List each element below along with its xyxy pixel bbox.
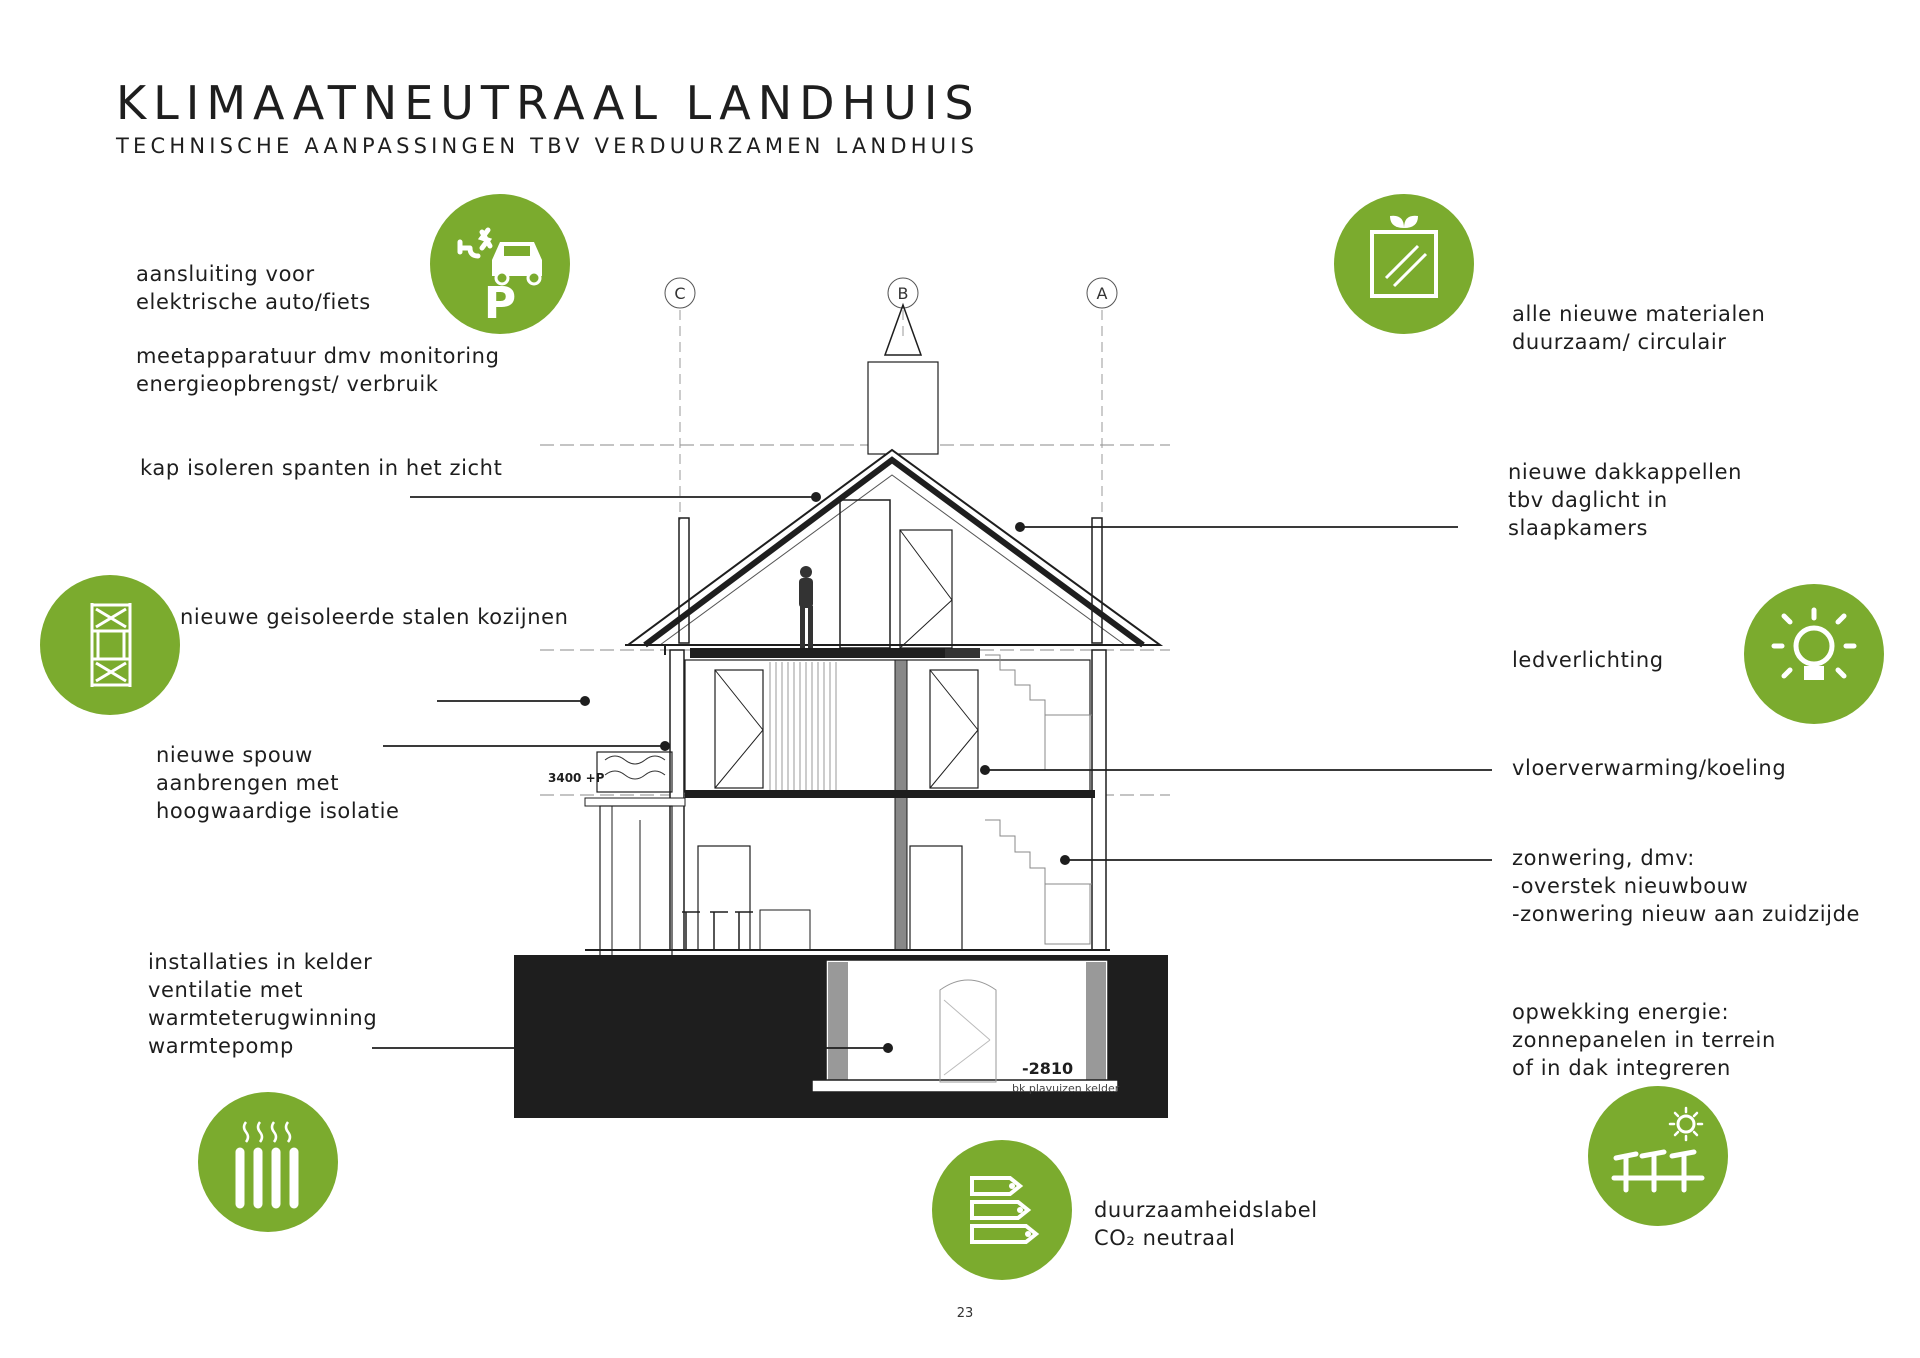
solar-panel-icon [1588, 1086, 1728, 1226]
note-lighting: ledverlichting [1512, 648, 1664, 672]
basement-floor-note: bk plavuizen kelder [1012, 1082, 1120, 1095]
basement-room [825, 959, 1109, 1085]
grid-marker-c [664, 277, 696, 309]
page-number: 23 [956, 1306, 974, 1321]
note-roof-insulation: kap isoleren spanten in het zicht [140, 456, 503, 480]
grid-label-a: A [1097, 284, 1108, 303]
grid-marker-a [1086, 277, 1118, 309]
insulated-window-frame-icon [40, 575, 180, 715]
page-title: KLIMAATNEUTRAAL LANDHUIS [116, 76, 981, 130]
leader-lines [372, 496, 1492, 1049]
roof-outline [624, 448, 1164, 646]
note-floor-heating: vloerverwarming/koeling [1512, 756, 1787, 780]
note-energy-generation: opwekking energie:zonnepanelen in terrei… [1512, 1000, 1776, 1080]
led-lightbulb-icon [1744, 584, 1884, 724]
grid-label-b: B [898, 284, 909, 303]
svg-text:P: P [484, 278, 516, 329]
grid-marker-b [887, 277, 919, 309]
energy-label-icon [932, 1140, 1072, 1280]
level-label-basement: -2810 [1022, 1059, 1073, 1078]
note-sunshade: zonwering, dmv:-overstek nieuwbouw-zonwe… [1512, 846, 1861, 926]
radiator-heating-icon [198, 1092, 338, 1232]
level-label-upper: 3400 +P [548, 771, 605, 785]
ev-charging-parking-icon: P [430, 194, 570, 334]
note-window-frames: nieuwe geisoleerde stalen kozijnen [180, 605, 569, 629]
sustainable-material-icon [1334, 194, 1474, 334]
page-subtitle: TECHNISCHE AANPASSINGEN TBV VERDUURZAMEN… [116, 134, 979, 158]
chimney-spire [883, 302, 923, 356]
grid-label-c: C [674, 284, 685, 303]
person-silhouette [799, 566, 813, 648]
